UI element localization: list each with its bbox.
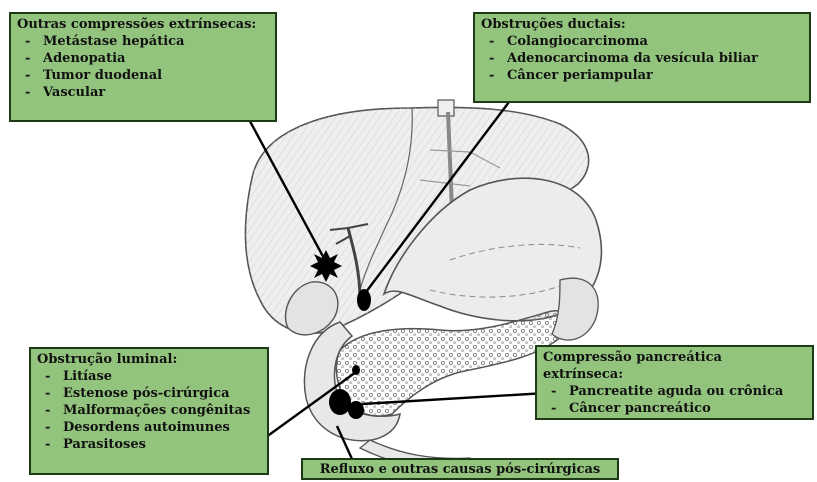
- luminal-item-parasitoses: Parasitoses: [43, 436, 261, 453]
- ductais-item-colangiocarcinoma: Colangiocarcinoma: [487, 33, 803, 50]
- outras-item-adenopatia: Adenopatia: [23, 50, 269, 67]
- luminal-item-litiase: Litíase: [43, 368, 261, 385]
- outras-item-metastase: Metástase hepática: [23, 33, 269, 50]
- luminal-item-malformacoes: Malformações congênitas: [43, 402, 261, 419]
- duct-obstruction-marker: [357, 289, 371, 311]
- outras-item-tumor-duodenal: Tumor duodenal: [23, 67, 269, 84]
- metastasis-star-marker: [310, 250, 342, 282]
- outras-compressoes-list: Metástase hepática Adenopatia Tumor duod…: [17, 33, 269, 101]
- obstrucao-luminal-list: Litíase Estenose pós-cirúrgica Malformaç…: [37, 368, 261, 453]
- vena-cava-stub: [438, 100, 454, 116]
- obstrucoes-ductais-box: Obstruções ductais: Colangiocarcinoma Ad…: [473, 12, 811, 103]
- compressao-pancreatica-box: Compressão pancreática extrínseca: Pancr…: [535, 345, 814, 420]
- luminal-item-desordens: Desordens autoimunes: [43, 419, 261, 436]
- outras-item-vascular: Vascular: [23, 84, 269, 101]
- outras-compressoes-title: Outras compressões extrínsecas:: [17, 16, 269, 33]
- pancreas-shape: [336, 311, 566, 416]
- compressao-pancreatica-list: Pancreatite aguda ou crônica Câncer panc…: [543, 383, 806, 417]
- ductais-item-adenocarcinoma: Adenocarcinoma da vesícula biliar: [487, 50, 803, 67]
- compressao-pancreatica-title: Compressão pancreática extrínseca:: [543, 349, 806, 383]
- luminal-item-estenose: Estenose pós-cirúrgica: [43, 385, 261, 402]
- outras-compressoes-box: Outras compressões extrínsecas: Metástas…: [9, 12, 277, 122]
- pancreatica-item-cancer: Câncer pancreático: [549, 400, 806, 417]
- obstrucoes-ductais-list: Colangiocarcinoma Adenocarcinoma da vesí…: [481, 33, 803, 84]
- pancreatica-item-pancreatite: Pancreatite aguda ou crônica: [549, 383, 806, 400]
- pancreatic-mass-marker-2: [348, 401, 364, 419]
- obstrucao-luminal-box: Obstrução luminal: Litíase Estenose pós-…: [29, 347, 269, 475]
- obstrucoes-ductais-title: Obstruções ductais:: [481, 16, 803, 33]
- obstrucao-luminal-title: Obstrução luminal:: [37, 351, 261, 368]
- refluxo-title: Refluxo e outras causas pós-cirúrgicas: [320, 462, 601, 477]
- refluxo-box: Refluxo e outras causas pós-cirúrgicas: [301, 458, 619, 480]
- pancreatic-mass-marker: [329, 389, 351, 415]
- ductais-item-periampular: Câncer periampular: [487, 67, 803, 84]
